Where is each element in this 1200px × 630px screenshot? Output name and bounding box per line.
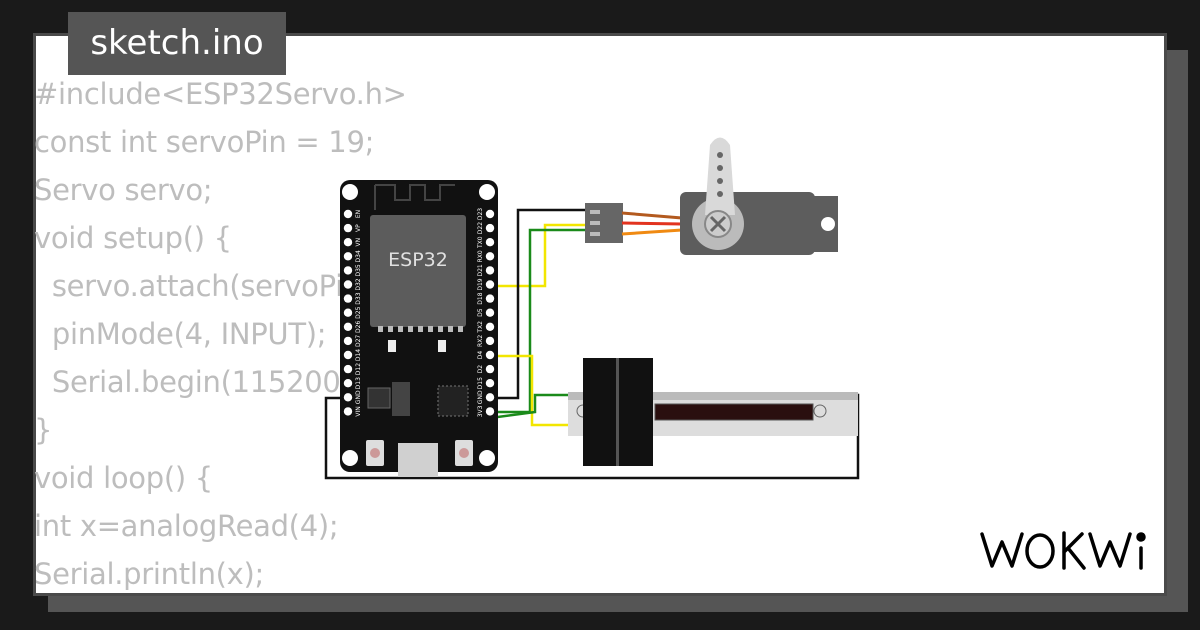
servo-horn <box>705 137 735 215</box>
wire-green-pot <box>489 393 583 420</box>
pin-hole[interactable] <box>343 322 353 331</box>
wire-yellow-pot <box>490 354 583 427</box>
chip-label: ESP32 <box>388 249 448 271</box>
pin-hole[interactable] <box>485 336 495 346</box>
pin-label: D26 <box>355 320 362 332</box>
pin-hole[interactable] <box>343 209 353 219</box>
code-line: Serial.begin(115200); <box>34 365 362 399</box>
code-line: Servo servo; <box>34 173 213 207</box>
pin-hole[interactable] <box>343 407 353 416</box>
pin-hole[interactable] <box>485 209 495 219</box>
pin-hole[interactable] <box>485 407 495 416</box>
right-pin-header: D23D22TX0RX0D21D19D18D5TX2RX2D4D2D15GND3… <box>477 208 495 417</box>
pin-label: VN <box>355 238 362 247</box>
wire-black-servo <box>490 208 590 400</box>
pin-label: GND <box>355 390 362 404</box>
pin-label: D12 <box>355 363 362 375</box>
pin-hole[interactable] <box>343 223 353 233</box>
code-line: int x=analogRead(4); <box>34 509 339 543</box>
pin-label: D25 <box>355 306 362 318</box>
pin-label: D13 <box>355 377 362 389</box>
servo-motor[interactable] <box>585 137 838 256</box>
pin-label: D27 <box>355 335 362 347</box>
pin-label: D4 <box>477 351 484 360</box>
pin-label: GND <box>477 390 484 404</box>
pin-label: 3V3 <box>477 405 484 417</box>
pin-hole[interactable] <box>343 266 353 275</box>
pin-label: EN <box>355 210 362 218</box>
wokwi-logo <box>980 531 1146 570</box>
preview-card <box>33 33 1167 596</box>
pin-label: D33 <box>355 292 362 304</box>
pin-hole[interactable] <box>343 280 353 289</box>
pin-hole[interactable] <box>343 308 353 317</box>
code-line: Serial.println(x); <box>34 557 265 591</box>
pin-label: RX0 <box>477 250 484 262</box>
pin-hole[interactable] <box>485 280 495 289</box>
pin-label: D15 <box>477 377 484 389</box>
usb-uart-chip <box>437 385 469 417</box>
pin-label: D34 <box>355 250 362 262</box>
pin-hole[interactable] <box>485 322 495 331</box>
code-line: } <box>34 413 53 447</box>
pin-label: TX0 <box>477 236 484 249</box>
esp32-module <box>370 215 466 327</box>
code-line: const int servoPin = 19; <box>34 125 375 159</box>
pin-hole[interactable] <box>485 223 495 233</box>
pin-hole[interactable] <box>485 238 495 247</box>
pin-hole[interactable] <box>485 393 495 402</box>
pin-label: TX2 <box>477 321 484 334</box>
pin-label: D23 <box>477 208 484 220</box>
code-preview: #include<ESP32Servo.h> const int servoPin… <box>34 70 407 598</box>
pin-hole[interactable] <box>343 379 353 388</box>
pin-hole[interactable] <box>485 379 495 388</box>
esp32-board[interactable]: ESP32 ENVPVND34D35D32D33D25D26D27D14D12D… <box>340 180 498 477</box>
pin-hole[interactable] <box>343 238 353 247</box>
code-line: pinMode(4, INPUT); <box>34 317 327 351</box>
code-line: void setup() { <box>34 221 232 255</box>
wire-green-servo <box>490 228 590 414</box>
pin-hole[interactable] <box>485 266 495 275</box>
pin-label: VP <box>355 224 362 232</box>
pin-label: D21 <box>477 264 484 276</box>
pin-hole[interactable] <box>485 308 495 317</box>
code-line: #include<ESP32Servo.h> <box>34 77 407 111</box>
pin-label: D22 <box>477 222 484 234</box>
usb-port <box>398 443 438 477</box>
pin-hole[interactable] <box>343 364 353 374</box>
pin-hole[interactable] <box>343 252 353 261</box>
pin-hole[interactable] <box>343 393 353 402</box>
pin-label: RX2 <box>477 335 484 347</box>
pin-label: D5 <box>477 308 484 317</box>
pin-label: D35 <box>355 264 362 276</box>
code-line: void loop() { <box>34 461 213 495</box>
pin-hole[interactable] <box>343 350 353 360</box>
pin-hole[interactable] <box>485 364 495 374</box>
pin-hole[interactable] <box>343 294 353 303</box>
wire-yellow-servo <box>490 223 590 288</box>
pin-label: D32 <box>355 278 362 290</box>
pin-hole[interactable] <box>343 336 353 346</box>
code-line: servo.attach(servoPin); <box>34 269 382 303</box>
pin-label: VIN <box>355 406 362 416</box>
pin-label: D18 <box>477 292 484 304</box>
pin-hole[interactable] <box>485 252 495 261</box>
pin-label: D19 <box>477 278 484 290</box>
slide-potentiometer[interactable] <box>568 358 858 466</box>
pin-hole[interactable] <box>485 350 495 360</box>
pin-label: D2 <box>477 365 484 374</box>
pin-hole[interactable] <box>485 294 495 303</box>
sketch-file-tag: sketch.ino <box>68 12 286 75</box>
pin-label: D14 <box>355 349 362 361</box>
